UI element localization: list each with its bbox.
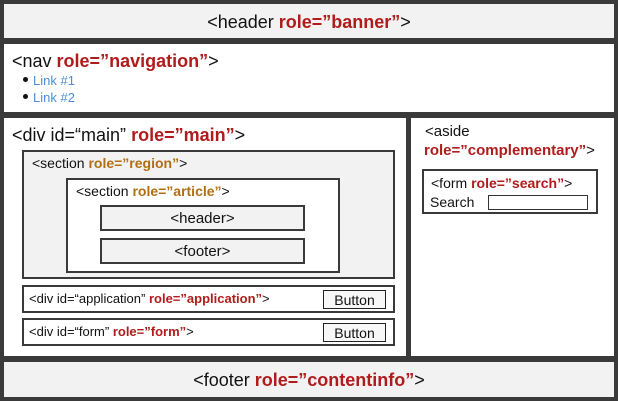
main-box: <div id=“main” role=”main”> <section rol… [4, 118, 406, 356]
search-form-box: <form role=”search”> Search [422, 169, 598, 214]
aside-box: <aside role=”complementary”> <form role=… [411, 118, 614, 356]
nav-close: > [208, 51, 219, 71]
nav-label: <nav role=”navigation”> [12, 52, 219, 70]
application-close: > [262, 291, 270, 306]
article-close: > [221, 183, 230, 199]
banner-close: > [400, 12, 411, 32]
main-tag: <div id=“main” [12, 125, 132, 145]
application-label: <div id=“application” role=”application”… [29, 292, 270, 305]
banner-label: <header role=”banner”> [4, 13, 614, 31]
banner-box: <header role=”banner”> [4, 4, 614, 38]
search-input[interactable] [488, 195, 588, 210]
region-label: <section role=”region”> [32, 156, 187, 170]
article-role: role=”article” [132, 183, 222, 199]
contentinfo-role: role=”contentinfo” [254, 370, 415, 390]
application-button[interactable]: Button [323, 290, 386, 309]
form-label: <div id=“form” role=”form”> [29, 325, 194, 338]
main-label: <div id=“main” role=”main”> [12, 126, 245, 144]
form-box: <div id=“form” role=”form”> Button [22, 318, 395, 346]
nav-bullet-1 [23, 77, 28, 82]
application-box: <div id=“application” role=”application”… [22, 285, 395, 313]
article-header-box: <header> [100, 205, 305, 231]
article-label: <section role=”article”> [76, 184, 230, 198]
main-close: > [234, 125, 246, 145]
nav-tag: <nav [12, 51, 57, 71]
banner-tag: <header [207, 12, 279, 32]
search-label: Search [430, 194, 475, 210]
article-footer-box: <footer> [100, 238, 305, 264]
main-role: role=”main” [131, 125, 235, 145]
aside-close: > [586, 142, 595, 159]
search-tag: <form [431, 175, 472, 191]
region-box: <section role=”region”> <section role=”a… [22, 150, 395, 279]
nav-box: <nav role=”navigation”> Link #1 Link #2 [4, 44, 614, 112]
search-close: > [564, 175, 573, 191]
search-role: role=”search” [471, 175, 565, 191]
search-form-label: <form role=”search”> [431, 176, 572, 190]
form-role: role=”form” [112, 324, 187, 339]
application-role: role=”application” [148, 291, 263, 306]
form-close: > [186, 324, 194, 339]
article-footer-label: <footer> [174, 243, 231, 260]
region-role: role=”region” [88, 155, 180, 171]
form-tag: <div id=“form” [29, 324, 113, 339]
article-tag: <section [76, 183, 133, 199]
banner-role: role=”banner” [278, 12, 401, 32]
aside-role: role=”complementary” [424, 142, 587, 159]
region-close: > [179, 155, 188, 171]
application-tag: <div id=“application” [29, 291, 149, 306]
contentinfo-box: <footer role=”contentinfo”> [4, 362, 614, 397]
nav-link-1[interactable]: Link #1 [33, 73, 75, 88]
article-header-label: <header> [170, 210, 235, 227]
article-box: <section role=”article”> <header> <foote… [66, 178, 340, 273]
nav-role: role=”navigation” [56, 51, 209, 71]
contentinfo-tag: <footer [193, 370, 255, 390]
region-tag: <section [32, 155, 89, 171]
nav-link-2[interactable]: Link #2 [33, 90, 75, 105]
aside-role-line: role=”complementary”> [424, 143, 595, 158]
contentinfo-label: <footer role=”contentinfo”> [4, 371, 614, 389]
form-button[interactable]: Button [323, 323, 386, 342]
contentinfo-close: > [414, 370, 425, 390]
aside-tag: <aside [425, 123, 470, 140]
nav-bullet-2 [23, 94, 28, 99]
